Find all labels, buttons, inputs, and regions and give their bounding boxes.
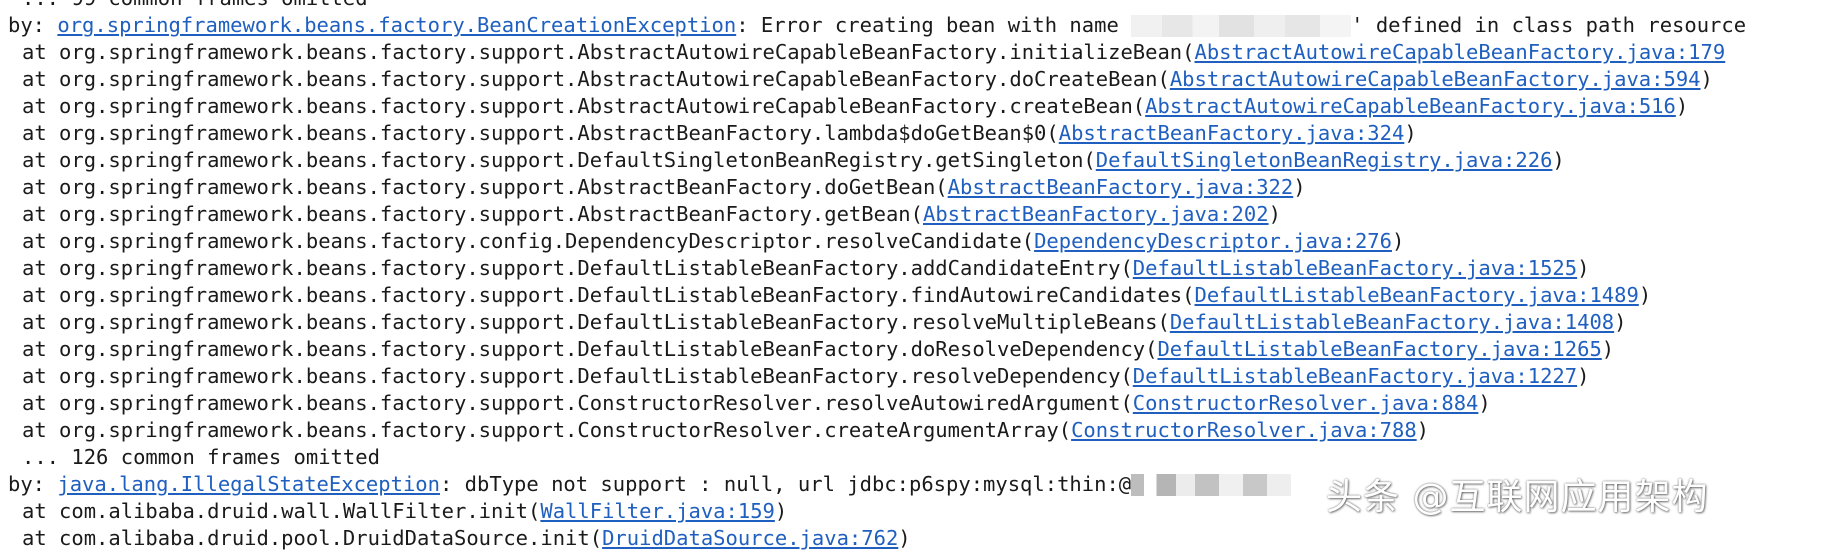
source-file-link[interactable]: DefaultListableBeanFactory.java:1525 — [1132, 256, 1578, 280]
stack-frame-method: at org.springframework.beans.factory.sup… — [22, 310, 1170, 334]
source-file-link[interactable]: AbstractBeanFactory.java:202 — [922, 202, 1269, 226]
stack-frame-method: at org.springframework.beans.factory.sup… — [22, 256, 1133, 280]
stack-frame-close-paren: ) — [774, 499, 788, 523]
caused-by-line: by: java.lang.IllegalStateException: dbT… — [0, 471, 1822, 498]
caused-by-prefix: by: — [8, 13, 58, 37]
stack-frame-method: at com.alibaba.druid.wall.WallFilter.ini… — [22, 499, 541, 523]
source-file-link[interactable]: DefaultListableBeanFactory.java:1227 — [1132, 364, 1578, 388]
stack-frame-line: at org.springframework.beans.factory.sup… — [0, 363, 1822, 390]
redacted-value — [1131, 474, 1292, 496]
stack-frame-close-paren: ) — [1293, 175, 1306, 199]
stack-frame-line: at org.springframework.beans.factory.sup… — [0, 66, 1822, 93]
exception-message: : Error creating bean with name — [736, 13, 1132, 37]
stack-frame-method: at org.springframework.beans.factory.sup… — [22, 40, 1195, 64]
source-file-link[interactable]: DefaultListableBeanFactory.java:1489 — [1194, 283, 1639, 307]
source-file-link[interactable]: AbstractAutowireCapableBeanFactory.java:… — [1145, 94, 1676, 118]
stack-frame-close-paren: ) — [1404, 121, 1417, 145]
stack-frame-line: at org.springframework.beans.factory.sup… — [0, 255, 1822, 282]
source-file-link[interactable]: DruidDataSource.java:762 — [602, 526, 899, 550]
omitted-frames-line: ... 99 common frames omitted — [0, 0, 1822, 12]
stack-frame-line: at com.alibaba.druid.pool.DruidDataSourc… — [0, 525, 1822, 552]
stack-frame-line: at org.springframework.beans.factory.sup… — [0, 417, 1822, 444]
source-file-link[interactable]: AbstractAutowireCapableBeanFactory.java:… — [1169, 67, 1701, 91]
stack-frame-method: at org.springframework.beans.factory.sup… — [22, 175, 948, 199]
stack-frame-method: at org.springframework.beans.factory.sup… — [22, 391, 1133, 415]
stack-frame-close-paren: ) — [1478, 391, 1491, 415]
stack-frame-close-paren: ) — [1552, 148, 1565, 172]
omitted-frames-line: ... 126 common frames omitted — [0, 444, 1822, 471]
stack-frame-close-paren: ) — [1577, 364, 1590, 388]
source-file-link[interactable]: DefaultListableBeanFactory.java:1408 — [1169, 310, 1615, 334]
stack-frame-close-paren: ) — [1416, 418, 1429, 442]
source-file-link[interactable]: AbstractAutowireCapableBeanFactory.java:… — [1194, 40, 1726, 64]
omitted-frames-text: ... 99 common frames omitted — [22, 0, 368, 10]
stack-frame-line: at org.springframework.beans.factory.sup… — [0, 147, 1822, 174]
stack-frame-close-paren: ) — [1638, 283, 1652, 307]
stack-frame-line: at org.springframework.beans.factory.sup… — [0, 201, 1822, 228]
stack-frame-line: at org.springframework.beans.factory.sup… — [0, 174, 1822, 201]
stack-frame-method: at org.springframework.beans.factory.sup… — [22, 202, 923, 226]
caused-by-prefix: by: — [8, 472, 58, 496]
stack-frame-method: at org.springframework.beans.factory.sup… — [22, 121, 1059, 145]
source-file-link[interactable]: WallFilter.java:159 — [540, 499, 775, 523]
stack-frame-close-paren: ) — [898, 526, 911, 550]
watermark: 头条 @互联网应用架构 — [1326, 477, 1709, 518]
stack-frame-line: at org.springframework.beans.factory.sup… — [0, 39, 1822, 66]
stack-frame-close-paren: ) — [1601, 337, 1615, 361]
stack-frame-method: at org.springframework.beans.factory.con… — [22, 229, 1035, 253]
stack-frame-close-paren: ) — [1675, 94, 1689, 118]
stack-frame-method: at org.springframework.beans.factory.sup… — [22, 283, 1195, 307]
source-file-link[interactable]: ConstructorResolver.java:884 — [1132, 391, 1479, 415]
redacted-value — [1131, 15, 1352, 37]
stack-frame-line: at org.springframework.beans.factory.sup… — [0, 120, 1822, 147]
exception-message-tail: ' defined in class path resource — [1351, 13, 1747, 37]
exception-class-link[interactable]: java.lang.IllegalStateException — [57, 472, 440, 496]
source-file-link[interactable]: AbstractBeanFactory.java:322 — [947, 175, 1294, 199]
source-file-link[interactable]: DefaultListableBeanFactory.java:1265 — [1157, 337, 1602, 361]
stack-frame-close-paren: ) — [1700, 67, 1713, 91]
exception-message: : dbType not support : null, url jdbc:p6… — [439, 472, 1132, 496]
exception-class-link[interactable]: org.springframework.beans.factory.BeanCr… — [57, 13, 737, 37]
stack-frame-line: at org.springframework.beans.factory.sup… — [0, 336, 1822, 363]
stack-frame-line: at org.springframework.beans.factory.sup… — [0, 282, 1822, 309]
stack-frame-line: at org.springframework.beans.factory.sup… — [0, 309, 1822, 336]
stack-frame-method: at org.springframework.beans.factory.sup… — [22, 337, 1158, 361]
stack-frame-method: at org.springframework.beans.factory.sup… — [22, 94, 1146, 118]
stack-frame-close-paren: ) — [1268, 202, 1281, 226]
stack-frame-close-paren: ) — [1614, 310, 1627, 334]
stack-frame-method: at org.springframework.beans.factory.sup… — [22, 418, 1072, 442]
source-file-link[interactable]: DependencyDescriptor.java:276 — [1034, 229, 1392, 253]
source-file-link[interactable]: DefaultSingletonBeanRegistry.java:226 — [1095, 148, 1553, 172]
stack-frame-method: at org.springframework.beans.factory.sup… — [22, 148, 1096, 172]
stack-frame-line: at org.springframework.beans.factory.sup… — [0, 93, 1822, 120]
source-file-link[interactable]: ConstructorResolver.java:788 — [1071, 418, 1417, 442]
stack-frame-close-paren: ) — [1391, 229, 1405, 253]
stack-frame-line: at com.alibaba.druid.wall.WallFilter.ini… — [0, 498, 1822, 525]
caused-by-line: by: org.springframework.beans.factory.Be… — [0, 12, 1822, 39]
stack-frame-line: at org.springframework.beans.factory.sup… — [0, 390, 1822, 417]
omitted-frames-text: ... 126 common frames omitted — [22, 445, 380, 469]
source-file-link[interactable]: AbstractBeanFactory.java:324 — [1058, 121, 1405, 145]
stack-frame-close-paren: ) — [1577, 256, 1590, 280]
stack-frame-line: at org.springframework.beans.factory.con… — [0, 228, 1822, 255]
stack-frame-method: at org.springframework.beans.factory.sup… — [22, 67, 1170, 91]
stack-frame-method: at com.alibaba.druid.pool.DruidDataSourc… — [22, 526, 603, 550]
stack-frame-method: at org.springframework.beans.factory.sup… — [22, 364, 1133, 388]
